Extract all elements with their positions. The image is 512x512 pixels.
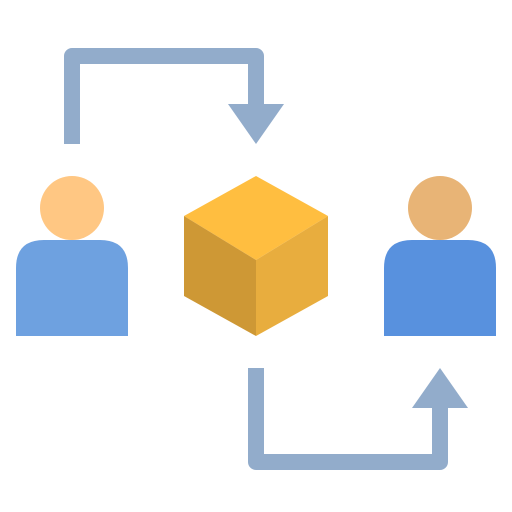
box-icon xyxy=(184,176,328,336)
person-right-body xyxy=(384,240,496,336)
person-left-body xyxy=(16,240,128,336)
person-left-head xyxy=(40,176,104,240)
arrow-to-box-head xyxy=(228,104,284,144)
box-top-face xyxy=(184,176,328,260)
person-right-head xyxy=(408,176,472,240)
arrow-to-person-line xyxy=(248,368,448,470)
person-right-icon xyxy=(384,176,496,336)
arrow-to-box-icon xyxy=(64,48,284,144)
arrow-to-person-icon xyxy=(248,368,468,470)
arrow-to-person-head xyxy=(412,368,468,408)
box-right-face xyxy=(256,216,328,336)
arrow-to-box-line xyxy=(64,48,264,144)
box-left-face xyxy=(184,216,256,336)
person-left-icon xyxy=(16,176,128,336)
